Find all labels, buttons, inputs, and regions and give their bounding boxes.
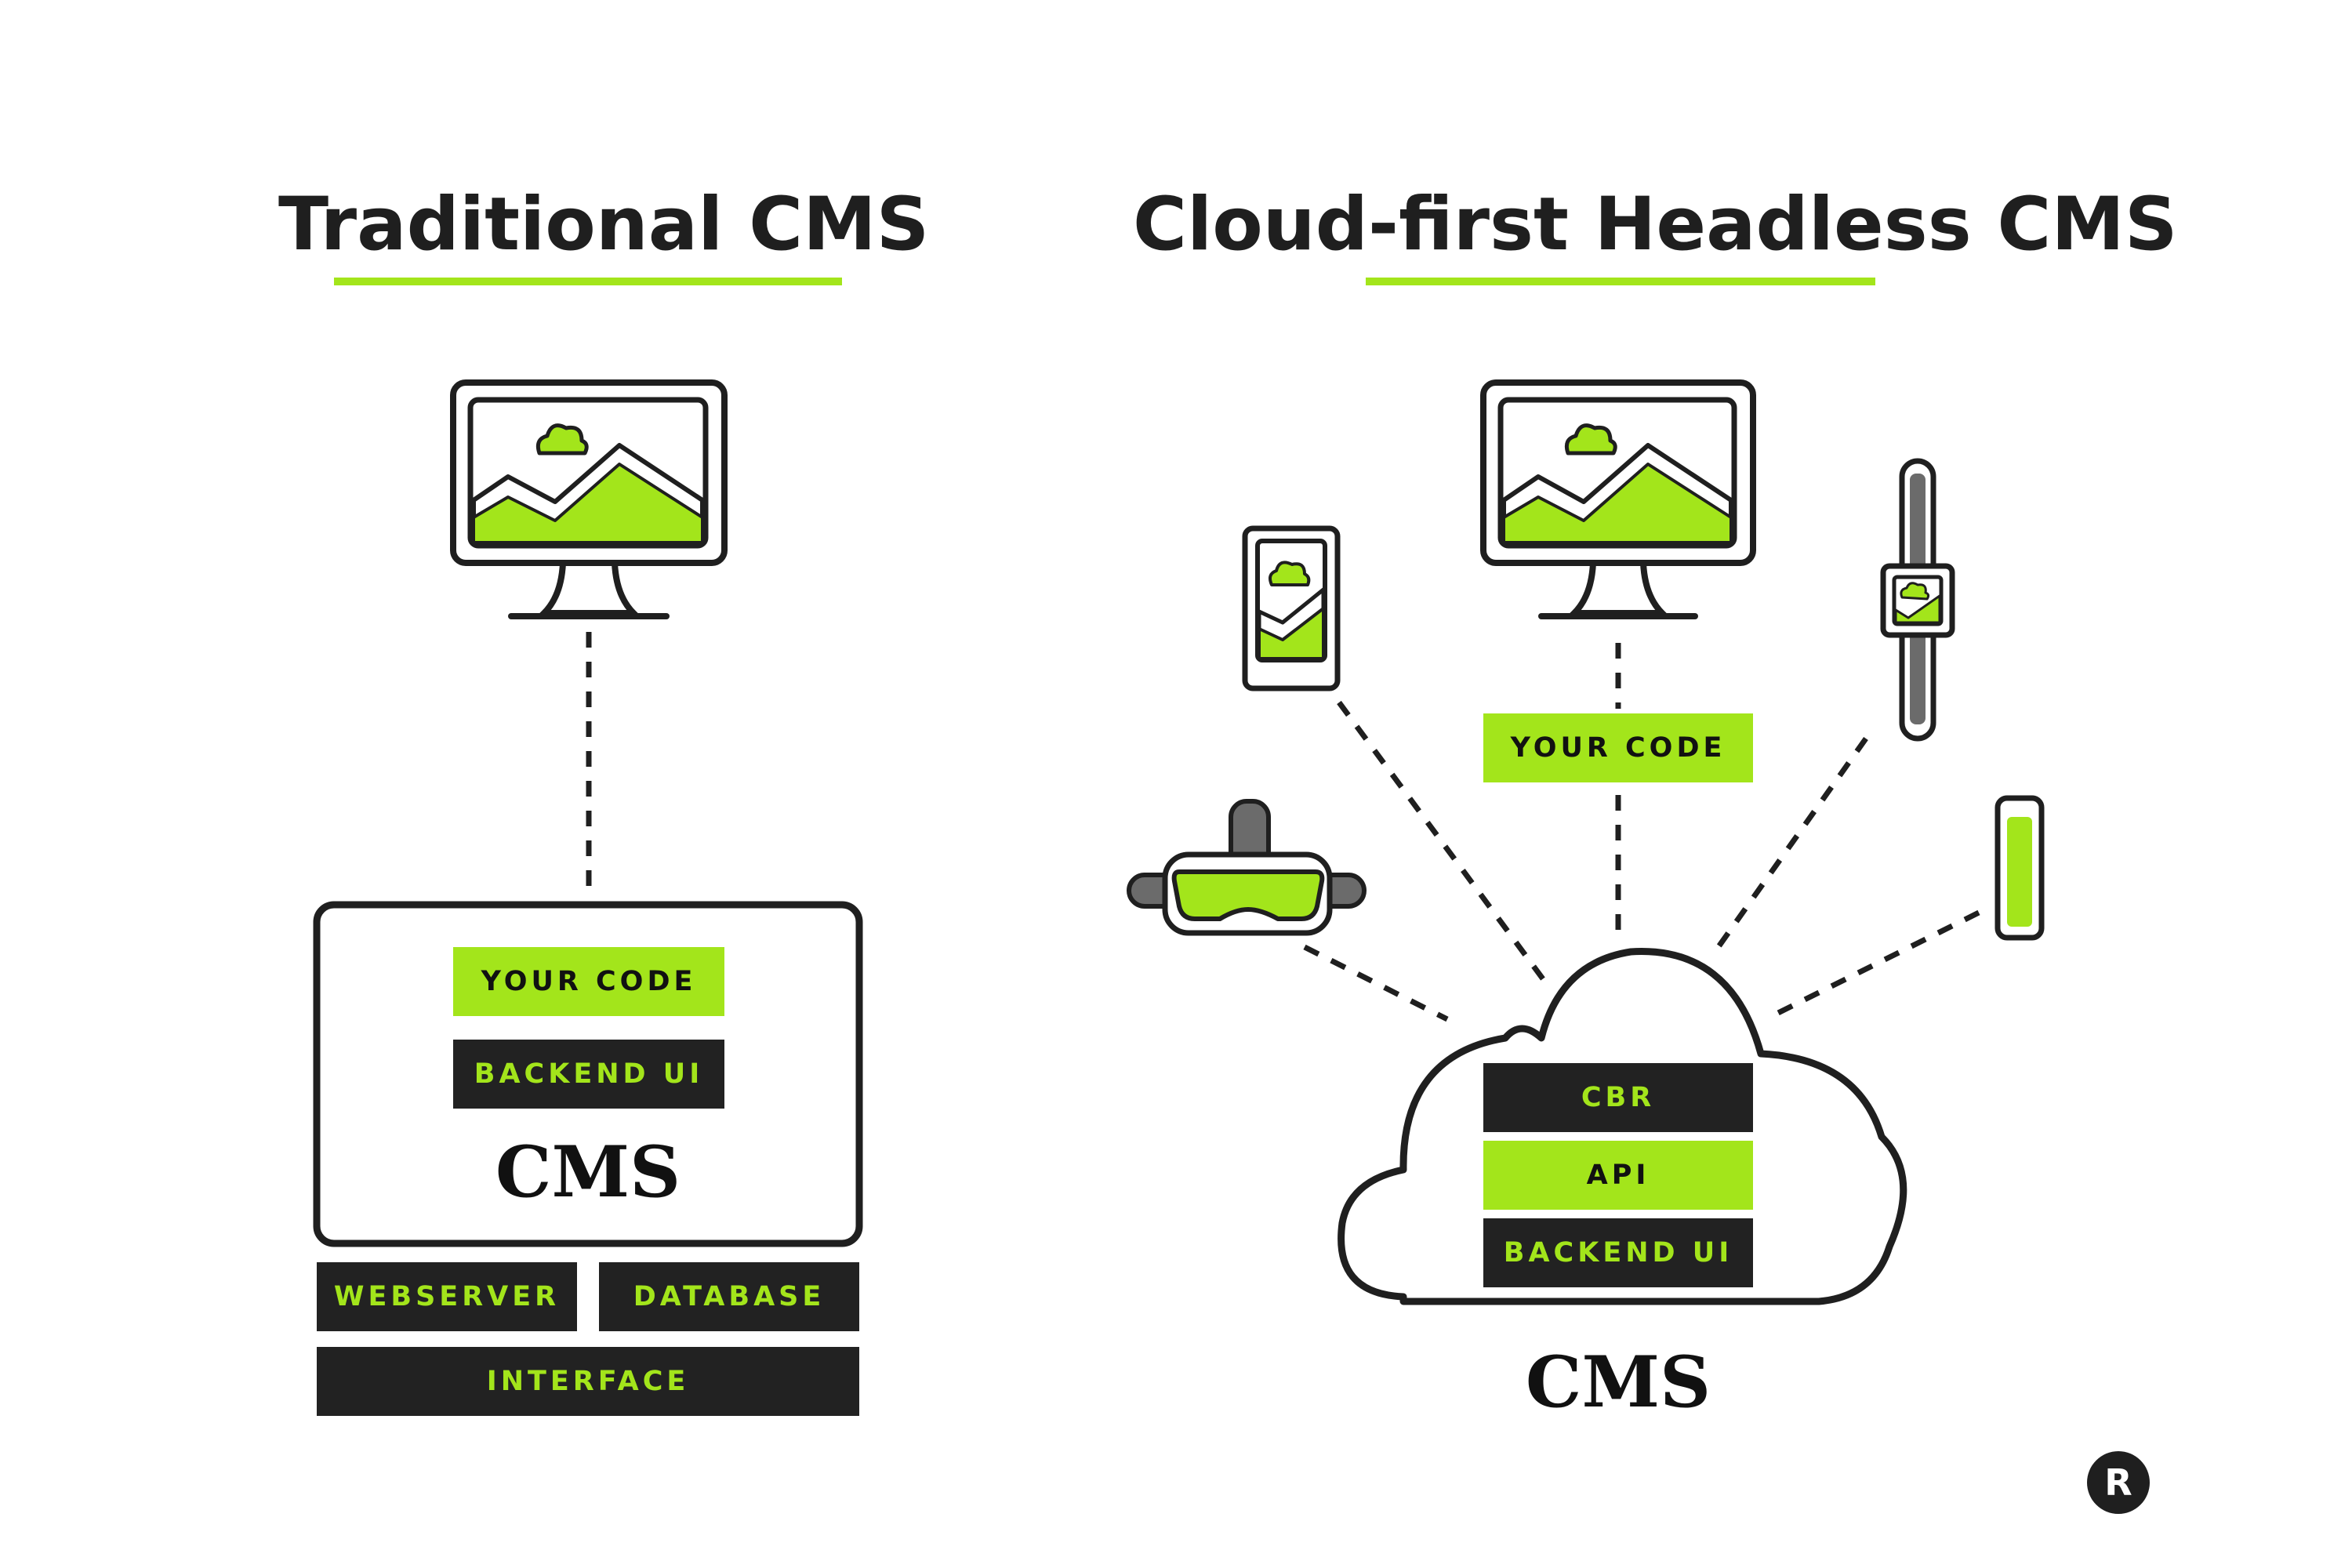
traditional-interface-block: INTERFACE bbox=[317, 1347, 859, 1416]
headless-connector-lines bbox=[1303, 643, 1980, 1022]
headless-cbr-block: CBR bbox=[1483, 1063, 1753, 1132]
smartphone-icon bbox=[1242, 525, 1341, 691]
brand-logo-badge: R bbox=[2087, 1451, 2150, 1514]
headless-your-code-block: YOUR CODE bbox=[1483, 713, 1753, 782]
vr-headset-icon bbox=[1127, 799, 1367, 936]
headless-title-underline bbox=[1366, 278, 1875, 285]
traditional-cms-title: Traditional CMS bbox=[278, 182, 930, 267]
traditional-your-code-block: YOUR CODE bbox=[453, 947, 724, 1016]
headless-cms-label: CMS bbox=[1525, 1341, 1711, 1424]
traditional-title-underline bbox=[334, 278, 842, 285]
smartwatch-icon bbox=[1880, 458, 1955, 742]
headless-backend-ui-block: BACKEND UI bbox=[1483, 1218, 1753, 1287]
traditional-database-block: DATABASE bbox=[599, 1262, 859, 1331]
traditional-cms-label: CMS bbox=[495, 1131, 681, 1214]
iot-sensor-icon bbox=[1994, 795, 2045, 941]
traditional-webserver-block: WEBSERVER bbox=[317, 1262, 577, 1331]
traditional-backend-ui-block: BACKEND UI bbox=[453, 1040, 724, 1109]
headless-api-block: API bbox=[1483, 1141, 1753, 1210]
traditional-monitor-icon bbox=[450, 379, 728, 619]
headless-monitor-icon bbox=[1480, 379, 1756, 619]
headless-cms-title: Cloud-first Headless CMS bbox=[1133, 182, 2178, 267]
